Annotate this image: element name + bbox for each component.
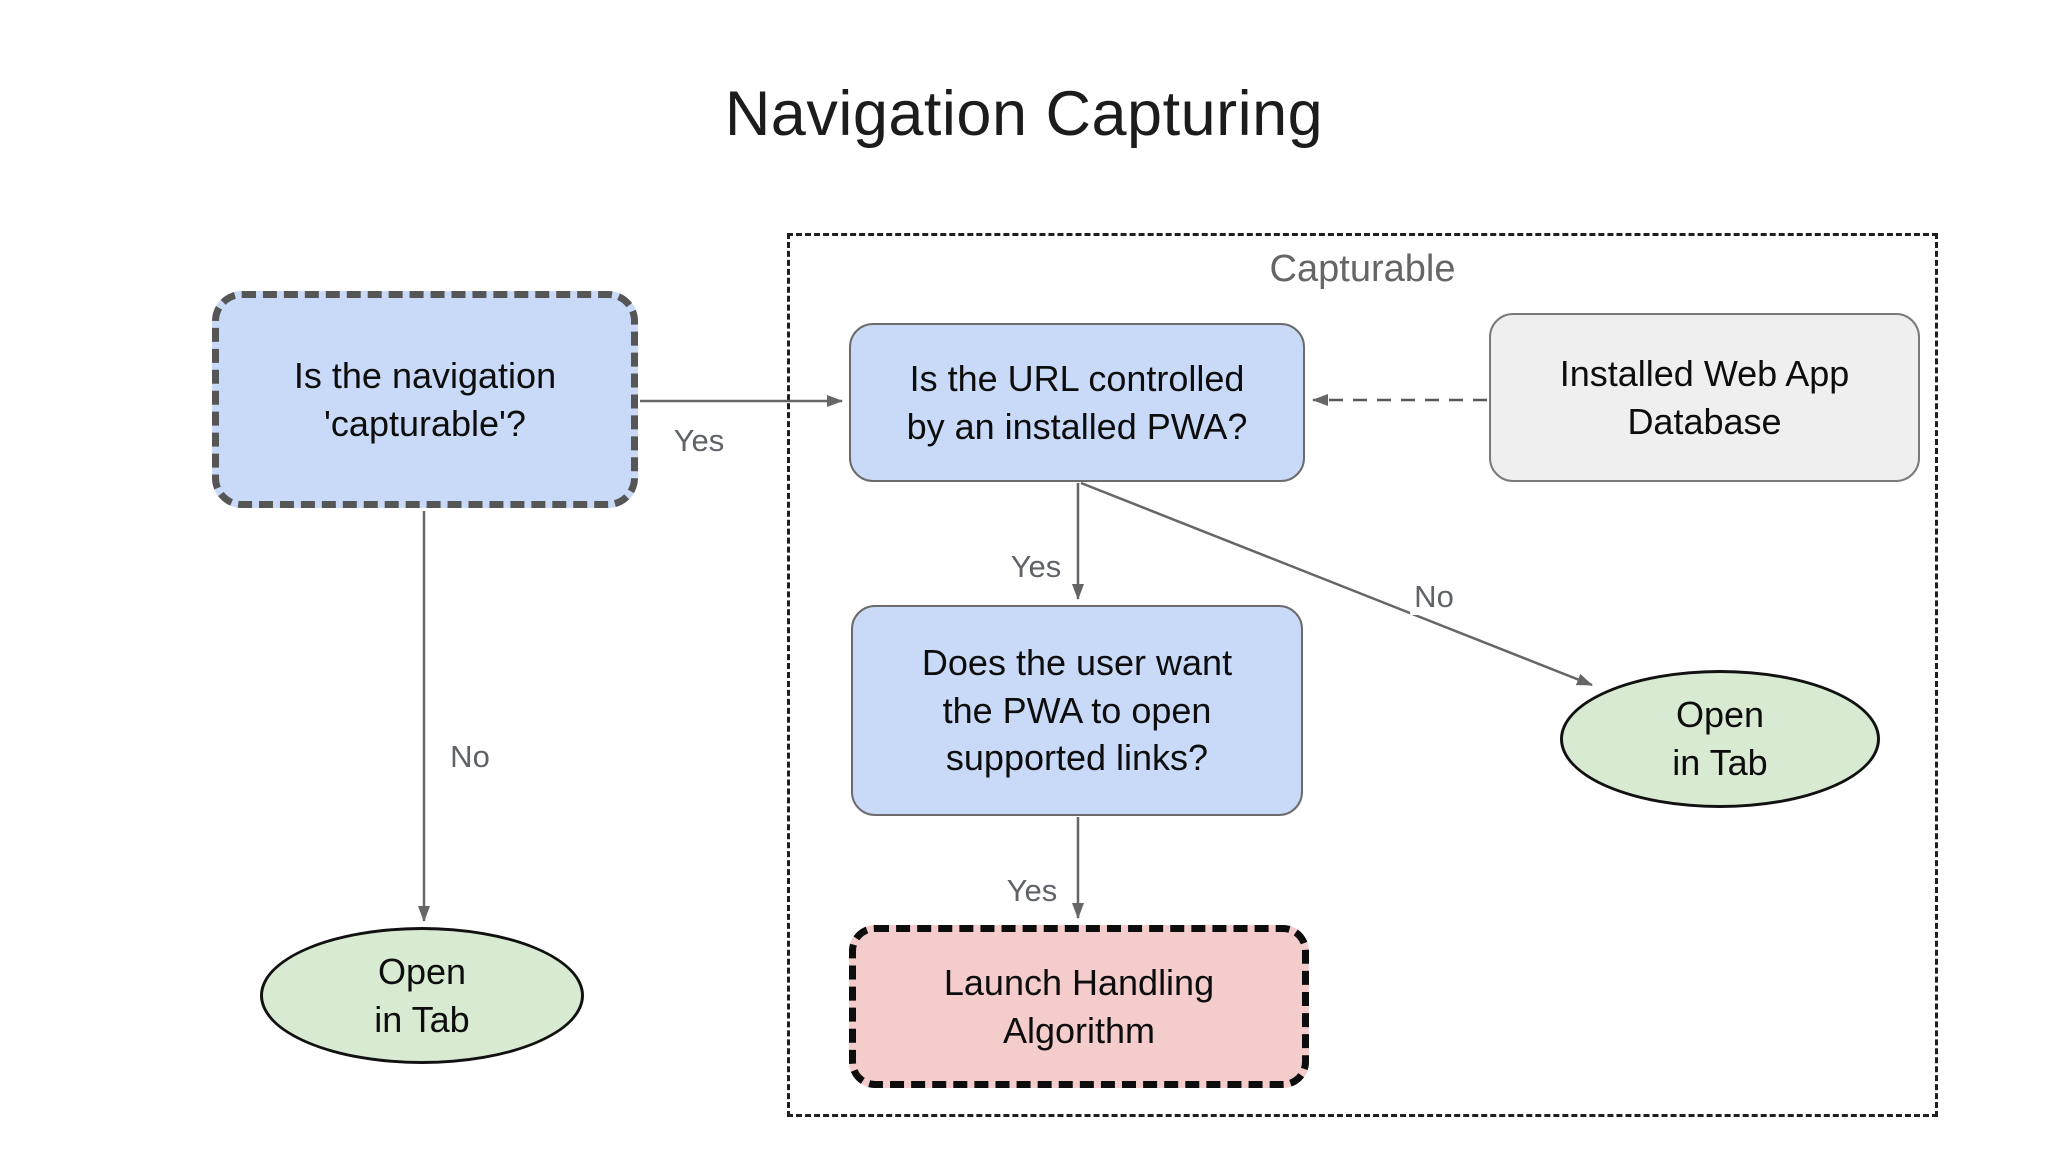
node-installed-web-app-database-label: Installed Web App Database (1559, 352, 1850, 442)
edge-label-user-yes: Yes (1002, 873, 1062, 909)
edge-label-capturable-yes: Yes (669, 423, 729, 459)
node-launch-handling-algorithm-label: Launch Handling Algorithm (943, 961, 1215, 1051)
node-does-user-want-supported-links: Does the user want the PWA to open suppo… (851, 605, 1303, 816)
node-is-url-controlled-by-pwa-label: Is the URL controlled by an installed PW… (906, 357, 1248, 447)
capturable-group-border (787, 233, 1938, 1117)
node-installed-web-app-database: Installed Web App Database (1489, 313, 1920, 482)
node-launch-handling-algorithm: Launch Handling Algorithm (849, 925, 1309, 1088)
node-open-in-tab-left: Open in Tab (260, 927, 584, 1064)
edge-label-capturable-no: No (446, 739, 494, 775)
node-open-in-tab-right-label: Open in Tab (1672, 694, 1768, 783)
node-open-in-tab-left-label: Open in Tab (374, 950, 470, 1040)
node-does-user-want-supported-links-label: Does the user want the PWA to open suppo… (921, 641, 1233, 779)
node-open-in-tab-right: Open in Tab (1560, 670, 1880, 808)
node-is-navigation-capturable: Is the navigation 'capturable'? (212, 291, 638, 508)
node-is-url-controlled-by-pwa: Is the URL controlled by an installed PW… (849, 323, 1305, 482)
capturable-group-label: Capturable (1269, 248, 1456, 290)
node-is-navigation-capturable-label: Is the navigation 'capturable'? (293, 354, 557, 444)
page-title: Navigation Capturing (724, 79, 1324, 149)
edge-label-url-yes: Yes (1006, 549, 1066, 585)
edge-label-url-no: No (1410, 579, 1458, 615)
